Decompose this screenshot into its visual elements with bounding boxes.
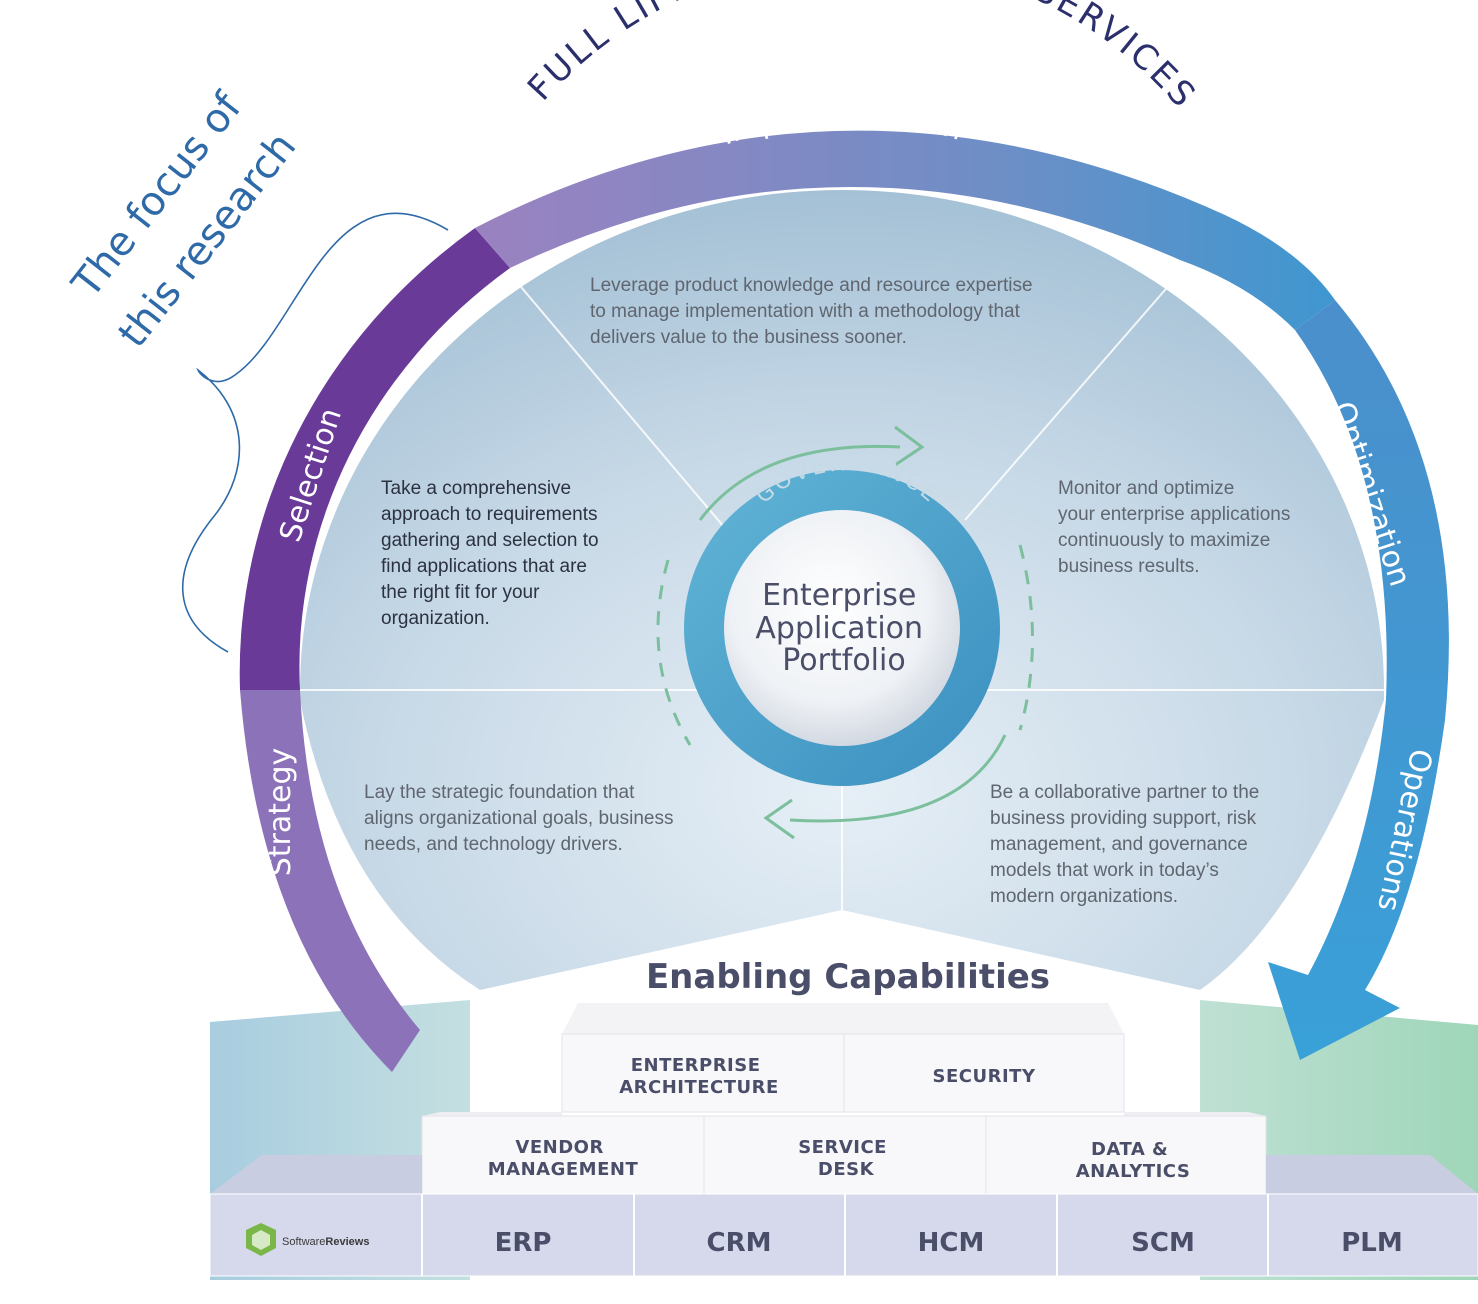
base-item-scm: SCM <box>1131 1228 1195 1258</box>
capability-security: SECURITY <box>933 1066 1036 1087</box>
selection-arc <box>239 228 510 690</box>
implementation-description: Leverage product knowledge and resource … <box>590 275 1038 348</box>
optimization-operations-arc <box>1268 300 1449 1060</box>
logo-text: SoftwareReviews <box>282 1236 369 1248</box>
cycle-dash-left <box>656 559 692 746</box>
strategy-arc <box>240 690 420 1072</box>
capability-data-analytics: DATA & ANALYTICS <box>1076 1139 1191 1182</box>
enabling-capabilities-title: Enabling Capabilities <box>646 957 1050 997</box>
strategy-label: Strategy <box>263 748 298 877</box>
base-item-hcm: HCM <box>918 1228 985 1258</box>
capabilities-top-row: ENTERPRISE ARCHITECTURE SECURITY <box>561 1003 1125 1113</box>
cycle-arrow-top <box>698 444 901 521</box>
capability-enterprise-architecture: ENTERPRISE ARCHITECTURE <box>619 1055 779 1098</box>
cycle-arrowhead-bottom <box>763 798 795 840</box>
softwarereviews-logo: SoftwareReviews <box>246 1223 369 1256</box>
strategy-description: Lay the strategic foundation that aligns… <box>364 782 679 855</box>
base-item-plm: PLM <box>1341 1228 1403 1258</box>
cycle-dash-right <box>1018 544 1034 731</box>
capability-service-desk: SERVICE DESK <box>798 1137 894 1180</box>
portfolio-label: Enterprise Application Portfolio <box>755 578 932 678</box>
portfolio-core <box>724 510 960 746</box>
implementation-arc <box>475 130 1335 330</box>
capability-vendor-management: VENDOR MANAGEMENT <box>488 1137 639 1180</box>
selection-description: Take a comprehensive approach to require… <box>381 478 604 629</box>
focus-brace <box>182 212 449 653</box>
sector-dividers <box>300 267 1384 910</box>
optimization-description: Monitor and optimize your enterprise app… <box>1058 478 1296 577</box>
operations-description: Be a collaborative partner to the busine… <box>990 782 1265 907</box>
cycle-arrowhead-top <box>894 425 925 467</box>
cycle-arrow-bottom <box>789 734 1007 823</box>
platform-base-row: ERP CRM HCM SCM PLM <box>209 1155 1478 1277</box>
base-item-erp: ERP <box>495 1228 552 1258</box>
capabilities-middle-row: VENDOR MANAGEMENT SERVICE DESK DATA & AN… <box>421 1112 1267 1195</box>
base-item-crm: CRM <box>707 1228 772 1258</box>
